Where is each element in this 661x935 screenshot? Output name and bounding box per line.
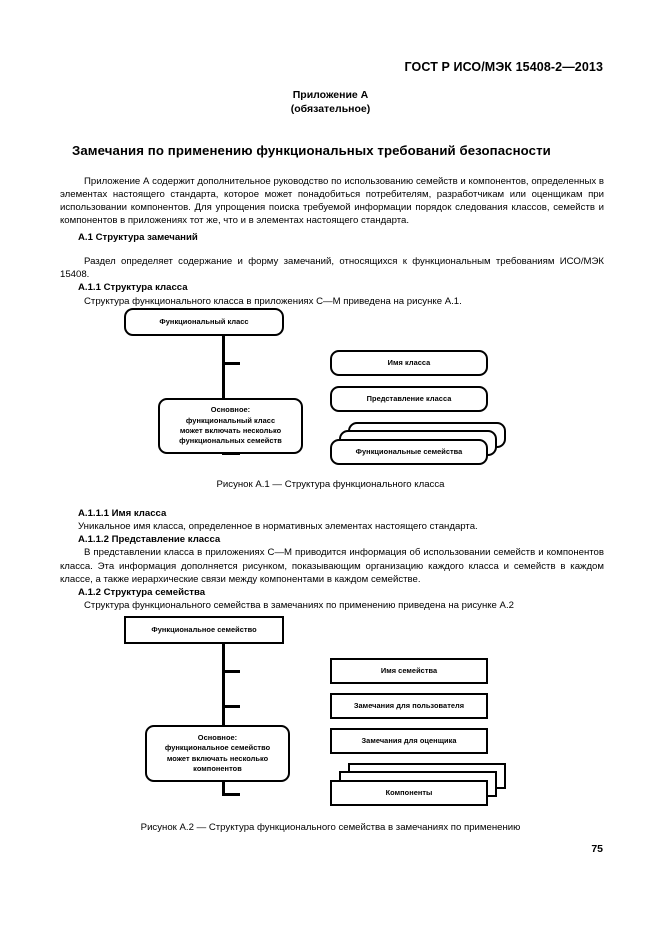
node2-child-4: Компоненты — [330, 780, 488, 806]
page-number: 75 — [591, 843, 603, 855]
node2-child-2: Замечания для пользователя — [330, 693, 488, 719]
body-a111: Уникальное имя класса, определенное в но… — [78, 521, 478, 533]
node2-root: Функциональное семейство — [124, 616, 284, 644]
note-line-3: может включать несколько — [179, 426, 282, 435]
body-a11: Структура функционального класса в прило… — [84, 295, 462, 307]
node2-note: Основное: функциональное семейство может… — [145, 725, 290, 782]
heading-a11: А.1.1 Структура класса — [78, 282, 188, 294]
appendix-label: Приложение А (обязательное) — [0, 88, 661, 116]
appendix-title: Приложение А — [292, 89, 369, 101]
heading-a111: А.1.1.1 Имя класса — [78, 508, 167, 519]
connector2-trunk-vertical — [222, 630, 225, 796]
heading-a112: А.1.1.2 Представление класса — [78, 534, 221, 546]
node-child-3: Функциональные семейства — [330, 439, 488, 465]
body-a12: Структура функционального семейства в за… — [84, 600, 514, 612]
note2-line-4: компонентов — [193, 763, 242, 773]
section-a111-block: А.1.1.1 Имя класса Уникальное имя класса… — [60, 507, 604, 612]
appendix-subtitle: (обязательное) — [290, 103, 371, 115]
note2-line-2: функциональное семейство — [164, 743, 271, 753]
figure-a1-diagram: Функциональный класс Имя класса Представ… — [0, 300, 661, 475]
intro-paragraph-block: Приложение А содержит дополнительное рук… — [60, 175, 604, 228]
node2-child-3: Замечания для оценщика — [330, 728, 488, 754]
page-title: Замечания по применению функциональных т… — [72, 143, 551, 158]
connector-branch-1 — [222, 362, 240, 365]
figure-a1-caption: Рисунок А.1 — Структура функционального … — [216, 479, 445, 490]
node2-child-1: Имя семейства — [330, 658, 488, 684]
body-a112: В представлении класса в приложениях С—М… — [60, 547, 604, 585]
figure-a1: Функциональный класс Имя класса Представ… — [0, 300, 661, 475]
figure-a2-caption: Рисунок А.2 — Структура функционального … — [140, 822, 521, 833]
note-line-2: функциональный класс — [185, 415, 276, 425]
figure-a2: Функциональное семейство Имя семейства З… — [0, 608, 661, 813]
note2-line-3: может включать несколько — [166, 753, 269, 763]
page-header: ГОСТ Р ИСО/МЭК 15408-2—2013 — [404, 60, 603, 74]
note-line-4: функциональных семейств — [179, 436, 282, 446]
connector2-branch-1 — [222, 670, 240, 673]
body-a1: Раздел определяет содержание и форму зам… — [60, 256, 604, 281]
note-line-1: Основное: — [210, 405, 251, 415]
node-note: Основное: функциональный класс может вкл… — [158, 398, 303, 454]
intro-paragraph: Приложение А содержит дополнительное рук… — [60, 176, 604, 227]
heading-a12: А.1.2 Структура семейства — [78, 586, 206, 598]
connector-trunk-vertical — [222, 322, 225, 455]
note2-line-1: Основное: — [197, 732, 238, 742]
section-a1-block: А.1 Структура замечаний Раздел определяе… — [60, 231, 604, 308]
heading-a1: А.1 Структура замечаний — [78, 232, 198, 243]
node-child-1: Имя класса — [330, 350, 488, 376]
figure-a2-diagram: Функциональное семейство Имя семейства З… — [0, 608, 661, 813]
connector2-branch-2 — [222, 705, 240, 708]
connector2-branch-4 — [222, 793, 240, 796]
node-child-2: Представление класса — [330, 386, 488, 412]
node-root: Функциональный класс — [124, 308, 284, 336]
